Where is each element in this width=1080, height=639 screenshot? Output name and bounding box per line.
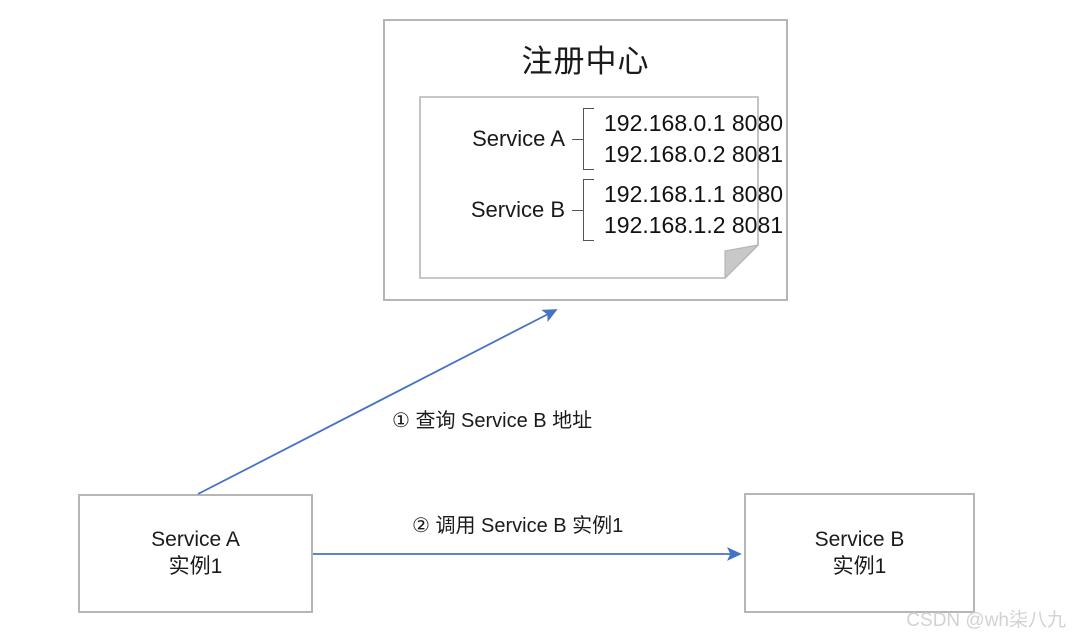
registry-entry-label-a: Service A (472, 126, 565, 151)
registry-title: 注册中心 (521, 44, 650, 79)
bracket-icon-b (583, 179, 594, 241)
registry-entry-values-b: 192.168.1.1 8080 192.168.1.2 8081 (604, 179, 783, 241)
node-service-a: Service A 实例1 (78, 494, 313, 613)
registry-address-b-1: 192.168.1.1 8080 (604, 181, 784, 207)
csdn-watermark: CSDN @wh柒八九 (906, 610, 1066, 631)
bracket-stem-icon-a (572, 138, 583, 140)
arrow-query-registry (197, 309, 558, 495)
node-service-a-name: Service A (151, 528, 240, 551)
registry-entry-service-a: Service A 192.168.0.1 8080 192.168.0.2 8… (437, 108, 783, 170)
arrow-label-invoke: ② 调用 Service B 实例1 (412, 515, 624, 537)
bracket-stem-icon-b (572, 209, 583, 211)
registry-entry-service-b: Service B 192.168.1.1 8080 192.168.1.2 8… (437, 179, 783, 241)
arrow-label-query: ① 查询 Service B 地址 (392, 410, 593, 432)
registry-center-box: 注册中心 Service A 192.168.0.1 8080 192.168.… (383, 19, 788, 301)
node-service-a-instance: 实例1 (168, 555, 223, 578)
registry-note: Service A 192.168.0.1 8080 192.168.0.2 8… (419, 96, 783, 279)
node-service-b-instance: 实例1 (832, 554, 887, 578)
registry-address-a-2: 192.168.0.2 8081 (604, 141, 784, 167)
note-folded-paper-shape (419, 96, 759, 279)
registry-address-a-1: 192.168.0.1 8080 (604, 110, 784, 136)
registry-entry-values-a: 192.168.0.1 8080 192.168.0.2 8081 (604, 108, 783, 170)
registry-address-b-2: 192.168.1.2 8081 (604, 212, 784, 238)
node-service-b: Service B 实例1 (744, 493, 975, 613)
registry-entry-label-b: Service B (470, 197, 565, 222)
note-entries: Service A 192.168.0.1 8080 192.168.0.2 8… (419, 96, 783, 279)
bracket-icon-a (583, 108, 594, 170)
node-service-b-name: Service B (814, 527, 905, 551)
